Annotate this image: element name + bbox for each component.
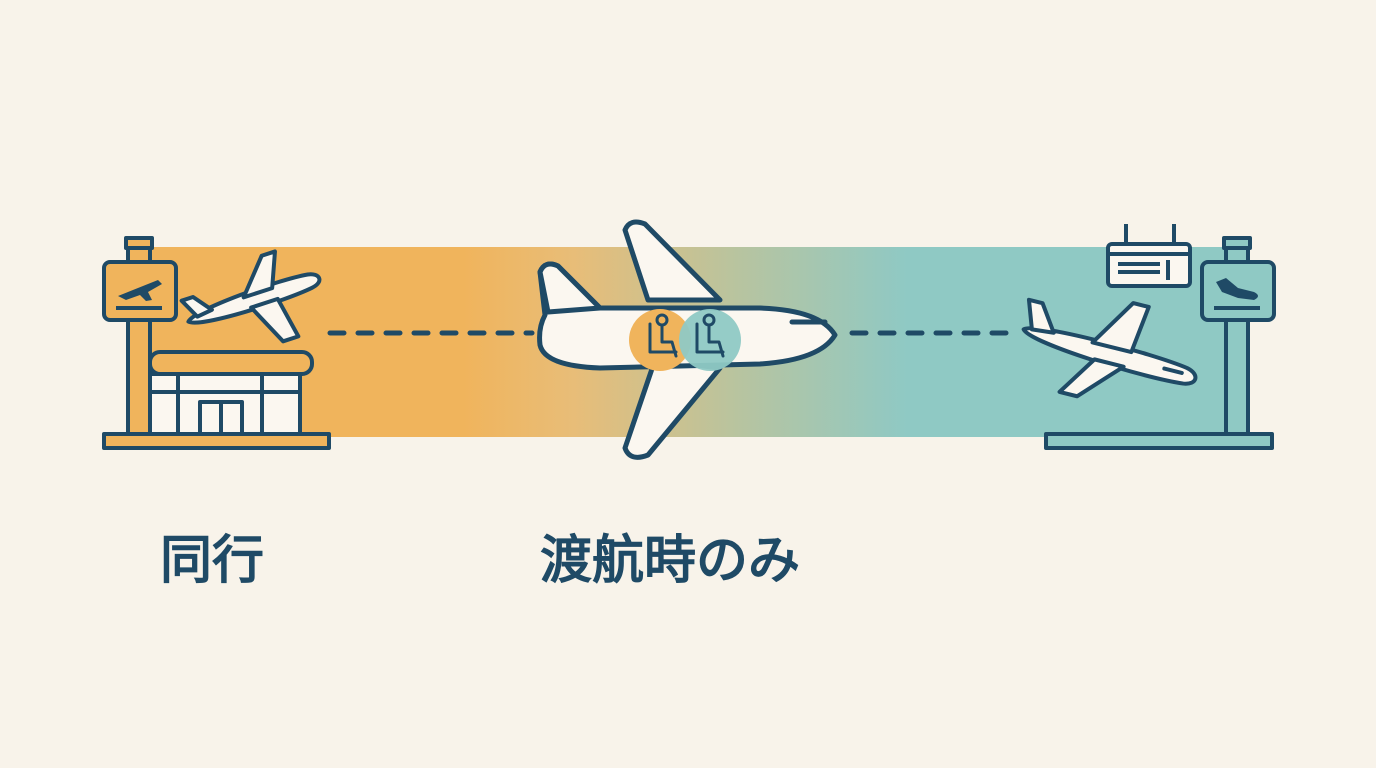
terminal-building-icon bbox=[102, 350, 331, 450]
passenger-seat-icon bbox=[648, 313, 678, 358]
arriving-plane-icon bbox=[1021, 297, 1198, 399]
airplane-icon bbox=[537, 219, 838, 460]
passenger-seat-icon bbox=[695, 313, 725, 358]
label-accompany: 同行 bbox=[160, 531, 265, 591]
departure-board-icon bbox=[102, 260, 178, 322]
arrival-airport bbox=[1021, 224, 1276, 450]
departure-airport bbox=[102, 236, 331, 450]
departing-plane-icon bbox=[179, 249, 322, 344]
arrival-board-icon bbox=[1200, 260, 1276, 322]
flight-info-sign-icon bbox=[1106, 224, 1192, 288]
label-travel-only: 渡航時のみ bbox=[540, 531, 801, 591]
